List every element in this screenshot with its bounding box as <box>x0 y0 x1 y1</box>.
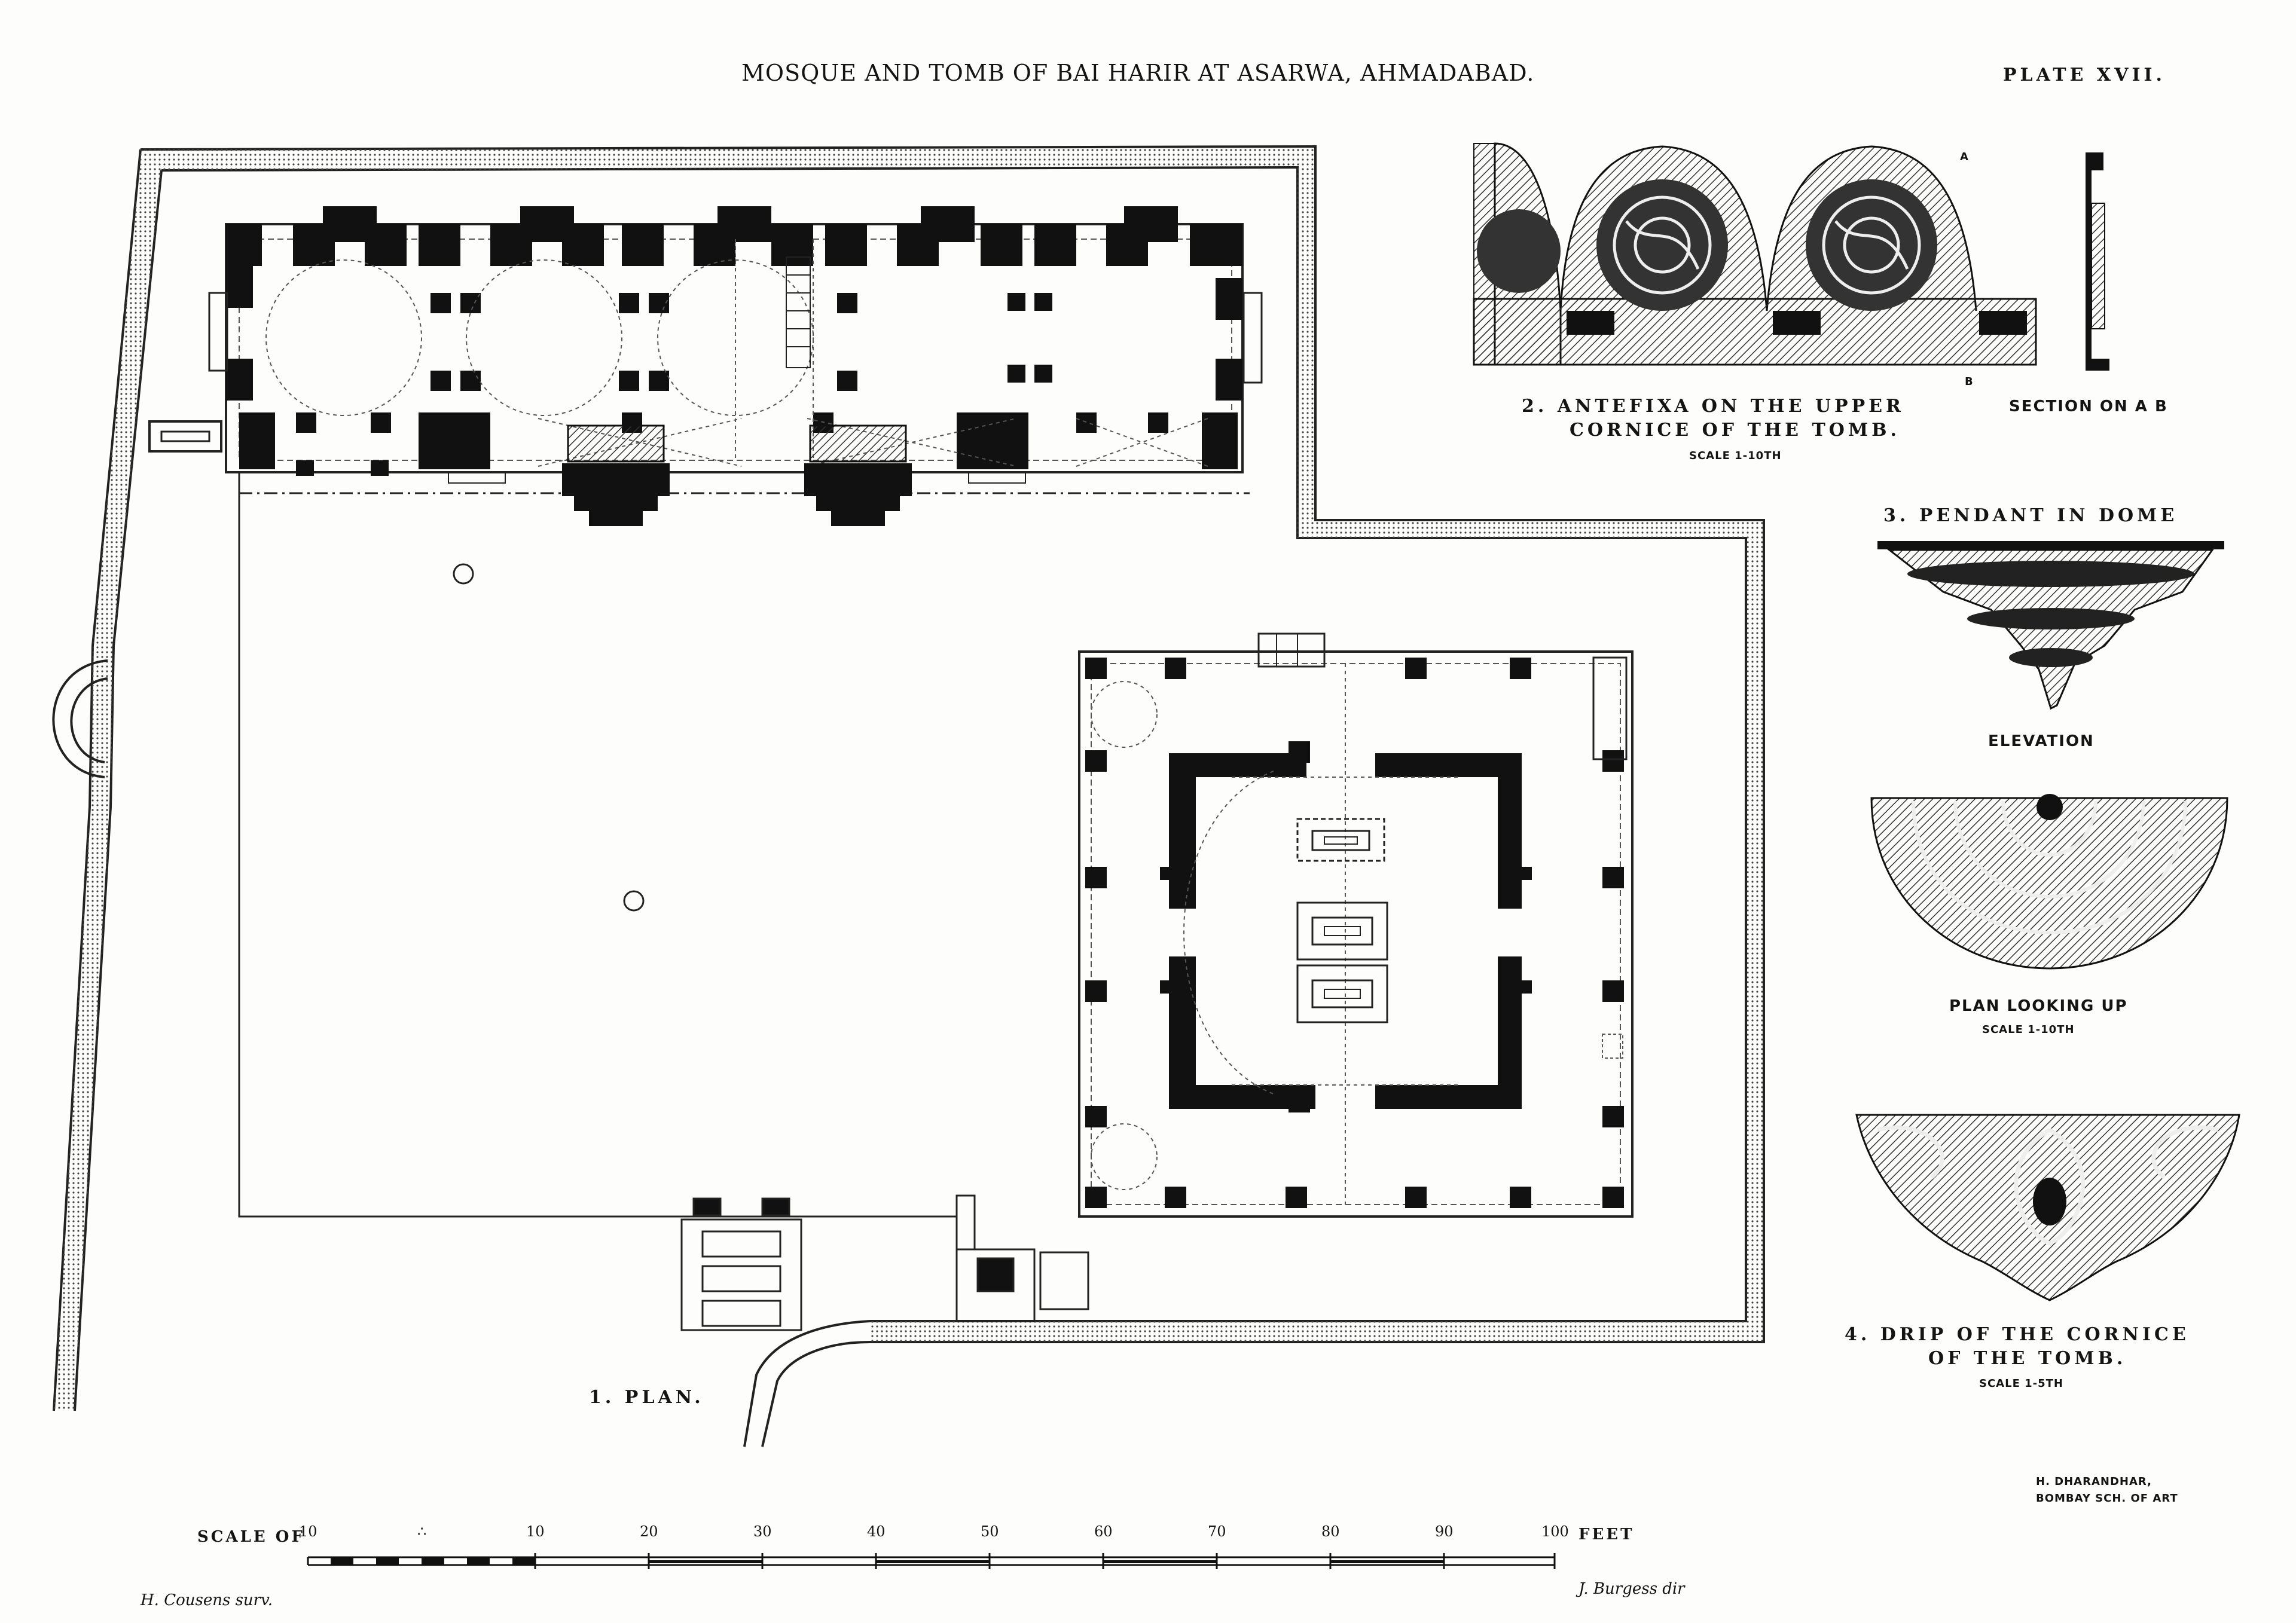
wall-stipple <box>54 146 1764 1411</box>
plate-title: MOSQUE AND TOMB OF BAI HARIR AT ASARWA, … <box>741 60 1535 86</box>
elevation-caption: ELEVATION <box>1988 732 2095 750</box>
pendant-caption: 3. PENDANT IN DOME <box>1883 505 2178 526</box>
pendant-scale: SCALE 1-10TH <box>1982 1023 2075 1036</box>
tomb-plan <box>1078 632 1634 1218</box>
scale-tick-10-neg: 10 <box>299 1523 317 1540</box>
cornice-drip-drawing <box>1855 1114 2240 1301</box>
antefixa-caption-line1: 2. ANTEFIXA ON THE UPPER <box>1522 396 1904 417</box>
pendant-elevation-drawing <box>1877 541 2224 710</box>
plan-label: 1. PLAN. <box>589 1387 704 1408</box>
plan-looking-up-caption: PLAN LOOKING UP <box>1949 997 2128 1015</box>
scale-tick-30: 30 <box>753 1523 772 1540</box>
antefixa-drawing <box>1473 142 2109 371</box>
mosque-porch-right <box>804 424 912 526</box>
engraver-credit-line2: BOMBAY SCH. OF ART <box>2036 1492 2178 1505</box>
scale-bar <box>307 1553 1556 1569</box>
drip-scale: SCALE 1-5TH <box>1979 1377 2063 1390</box>
scale-tick-40: 40 <box>867 1523 886 1540</box>
engraver-credit-line1: H. DHARANDHAR, <box>2036 1475 2152 1488</box>
drip-caption-line2: OF THE TOMB. <box>1928 1348 2127 1369</box>
scale-tick-60: 60 <box>1094 1523 1113 1540</box>
section-mark-b: B <box>1965 375 1974 388</box>
surveyor-credit: H. Cousens surv. <box>141 1591 273 1609</box>
director-credit: J. Burgess dir <box>1578 1580 1685 1598</box>
scale-tick-90: 90 <box>1435 1523 1454 1540</box>
pendant-plan-drawing <box>1870 794 2228 970</box>
wall-bastion <box>52 659 108 778</box>
mosque-plan <box>148 206 1263 526</box>
antefixa-caption-line2: CORNICE OF THE TOMB. <box>1570 420 1900 441</box>
scale-tick-10: 10 <box>526 1523 545 1540</box>
scale-tick-100: 100 <box>1541 1523 1569 1540</box>
antefixa-scale: SCALE 1-10TH <box>1689 450 1782 462</box>
plate-number: PLATE XVII. <box>2003 65 2166 85</box>
section-caption: SECTION ON A B <box>2009 398 2168 415</box>
gate-structures <box>680 1194 1089 1331</box>
courtyard-outline <box>238 472 1250 1218</box>
scale-unit: FEET <box>1578 1526 1635 1543</box>
section-mark-a: A <box>1960 151 1969 163</box>
scale-label: SCALE OF <box>197 1528 305 1546</box>
scale-tick-50: 50 <box>981 1523 999 1540</box>
well-circle <box>623 890 645 912</box>
scale-tick-20: 20 <box>640 1523 658 1540</box>
drip-caption-line1: 4. DRIP OF THE CORNICE <box>1845 1324 2190 1345</box>
scale-tick-zero-mark: ∴ <box>417 1523 427 1540</box>
mosque-porch-left <box>562 424 670 526</box>
well-circle <box>453 563 474 585</box>
scale-tick-70: 70 <box>1208 1523 1226 1540</box>
scale-tick-80: 80 <box>1321 1523 1340 1540</box>
